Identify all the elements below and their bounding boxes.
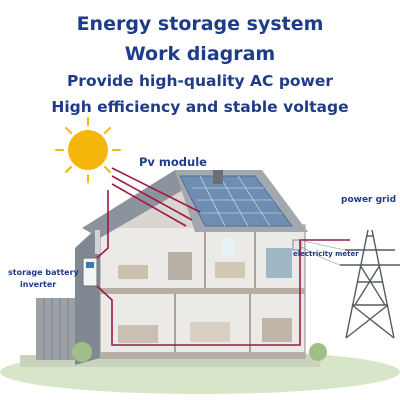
ground-slab [100, 352, 305, 358]
sun-icon [55, 117, 121, 183]
inverter-display [86, 262, 94, 268]
bed [118, 265, 148, 279]
bed [215, 262, 245, 278]
inverter-label-line-2: inverter [20, 280, 57, 289]
window [266, 248, 292, 278]
roof-left [82, 170, 195, 238]
pv-module-label: Pv module [139, 155, 207, 169]
inverter-label-line-1: storage battery [8, 268, 79, 277]
power-grid-tower-icon [340, 229, 400, 339]
table [262, 318, 292, 342]
wardrobe [168, 252, 192, 280]
subtitle-line-2: High efficiency and stable voltage [51, 98, 349, 116]
fence [36, 298, 76, 360]
power-grid-label: power grid [341, 195, 397, 205]
title-line-2: Work diagram [124, 43, 276, 65]
floor-slab [100, 288, 305, 294]
lamp [222, 238, 234, 256]
solar-panel [179, 175, 293, 227]
kitchen-counter [190, 322, 230, 342]
bush [72, 342, 92, 362]
sofa [118, 325, 158, 343]
electricity-meter-icon [292, 239, 302, 251]
electricity-meter-label: electricity meter [293, 250, 359, 258]
subtitle-line-1: Provide high-quality AC power [66, 72, 334, 90]
chimney [213, 170, 223, 184]
battery-pack [95, 230, 100, 254]
bush [309, 343, 327, 361]
title-line-1: Energy storage system [76, 13, 324, 35]
